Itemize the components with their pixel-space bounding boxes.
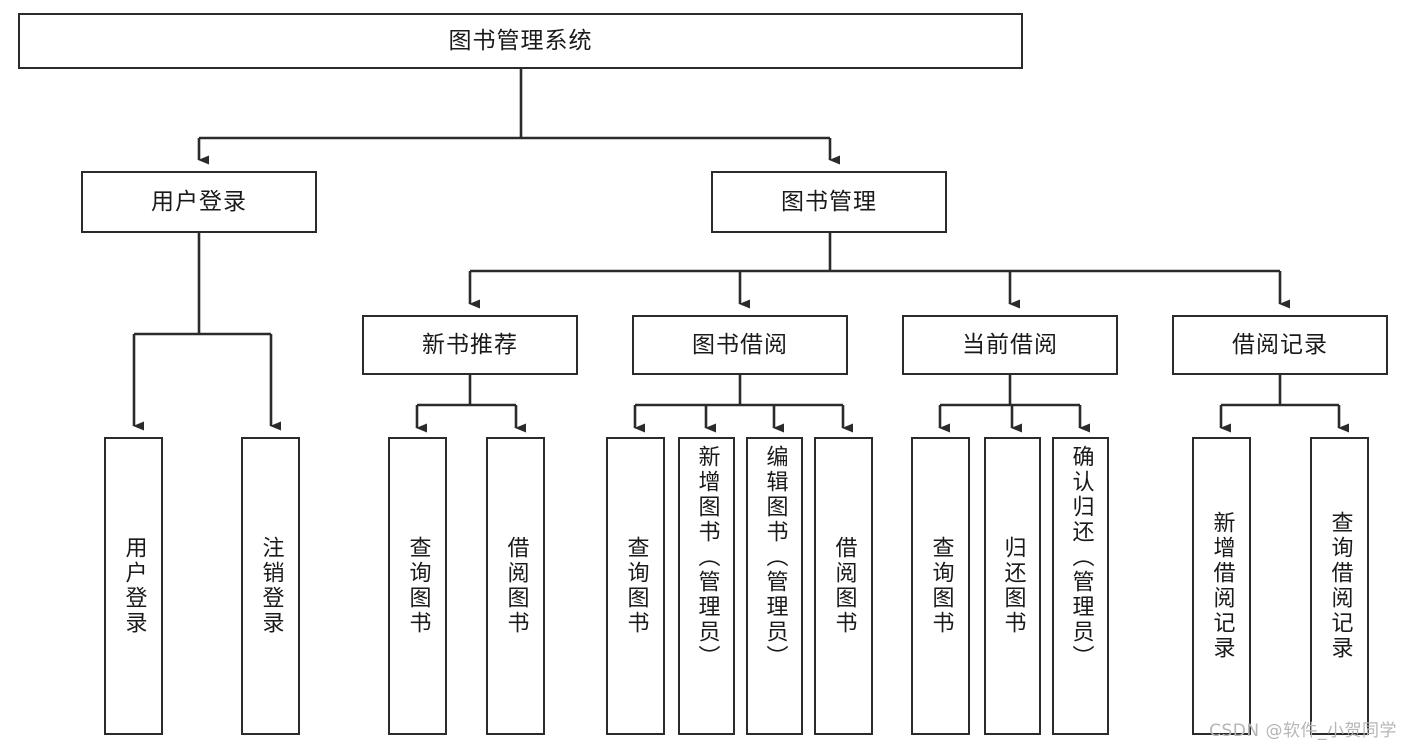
node-book-borrow[interactable]: 图书借阅 (632, 315, 848, 375)
leaf-add-book-admin-label: 新增图书（管理员） (694, 445, 720, 670)
node-book-manage[interactable]: 图书管理 (711, 171, 947, 233)
leaf-query-book-recommend[interactable]: 查询图书 (388, 437, 447, 735)
leaf-query-book-current-label: 查询图书 (928, 536, 954, 636)
node-borrow-record[interactable]: 借阅记录 (1172, 315, 1388, 375)
leaf-return-book-label: 归还图书 (1000, 536, 1026, 636)
leaf-confirm-return-admin-label: 确认归还（管理员） (1068, 445, 1094, 670)
node-root[interactable]: 图书管理系统 (18, 13, 1023, 69)
leaf-edit-book-admin[interactable]: 编辑图书（管理员） (746, 437, 803, 735)
leaf-add-borrow-record[interactable]: 新增借阅记录 (1192, 437, 1251, 735)
leaf-logout-login[interactable]: 注销登录 (241, 437, 300, 735)
node-borrow-record-label: 借阅记录 (1232, 331, 1328, 358)
node-user-login[interactable]: 用户登录 (81, 171, 317, 233)
leaf-borrow-book[interactable]: 借阅图书 (814, 437, 873, 735)
leaf-add-borrow-record-label: 新增借阅记录 (1209, 511, 1235, 661)
leaf-query-book-current[interactable]: 查询图书 (911, 437, 970, 735)
leaf-borrow-book-recommend[interactable]: 借阅图书 (486, 437, 545, 735)
leaf-logout-login-label: 注销登录 (258, 536, 284, 636)
leaf-query-borrow-record-label: 查询借阅记录 (1327, 511, 1353, 661)
leaf-query-borrow-record[interactable]: 查询借阅记录 (1310, 437, 1369, 735)
leaf-borrow-book-label: 借阅图书 (831, 536, 857, 636)
node-root-label: 图书管理系统 (448, 27, 593, 54)
node-book-manage-label: 图书管理 (781, 188, 877, 215)
leaf-user-login-label: 用户登录 (121, 536, 147, 636)
leaf-query-book-borrow[interactable]: 查询图书 (606, 437, 665, 735)
csdn-watermark: CSDN @软件_小贺同学 (1209, 721, 1397, 741)
node-current-borrow[interactable]: 当前借阅 (902, 315, 1118, 375)
leaf-borrow-book-recommend-label: 借阅图书 (503, 536, 529, 636)
leaf-query-book-recommend-label: 查询图书 (405, 536, 431, 636)
leaf-confirm-return-admin[interactable]: 确认归还（管理员） (1052, 437, 1109, 735)
leaf-return-book[interactable]: 归还图书 (984, 437, 1041, 735)
leaf-add-book-admin[interactable]: 新增图书（管理员） (678, 437, 735, 735)
node-user-login-label: 用户登录 (151, 188, 247, 215)
leaf-query-book-borrow-label: 查询图书 (623, 536, 649, 636)
leaf-edit-book-admin-label: 编辑图书（管理员） (762, 445, 788, 670)
node-current-borrow-label: 当前借阅 (962, 331, 1058, 358)
node-new-book-recommend[interactable]: 新书推荐 (362, 315, 578, 375)
leaf-user-login[interactable]: 用户登录 (104, 437, 163, 735)
node-new-book-recommend-label: 新书推荐 (422, 331, 518, 358)
node-book-borrow-label: 图书借阅 (692, 331, 788, 358)
